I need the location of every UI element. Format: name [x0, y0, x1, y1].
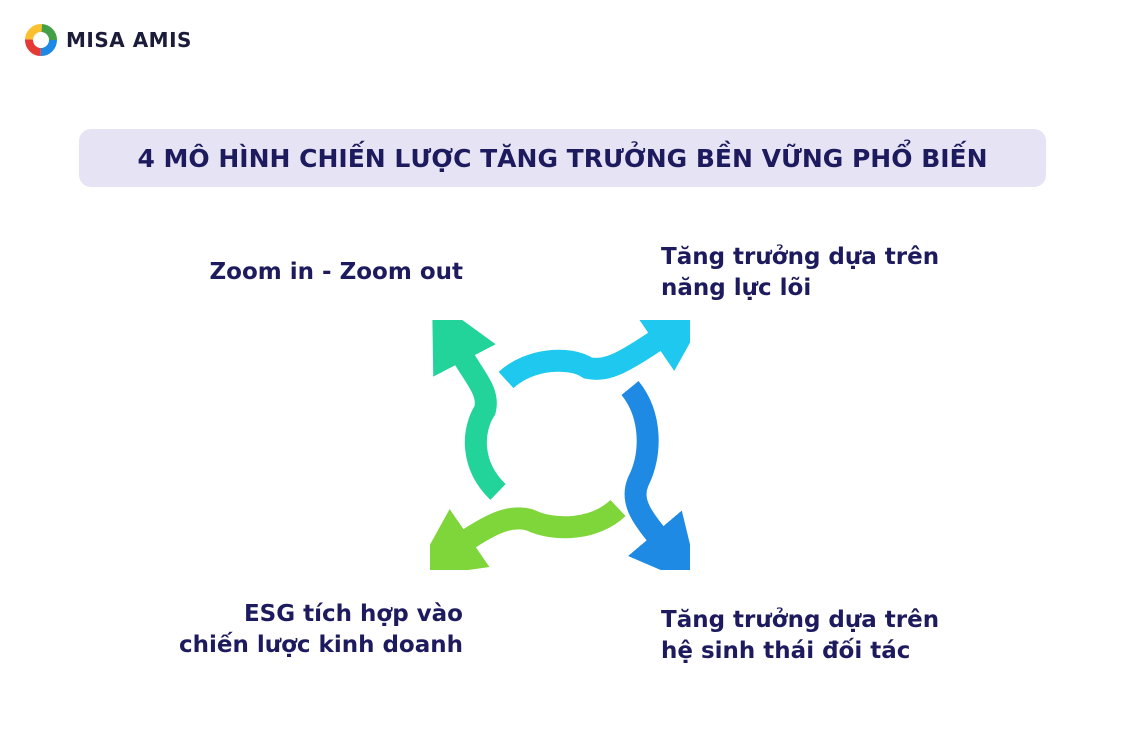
arrow-top-left: [432, 320, 507, 500]
model-label-esg: ESG tích hợp vào chiến lược kinh doanh: [179, 599, 463, 661]
model-label-line: ESG tích hợp vào: [243, 601, 463, 627]
model-label-line: năng lực lõi: [661, 275, 812, 301]
title-banner: 4 MÔ HÌNH CHIẾN LƯỢC TĂNG TRƯỞNG BỀN VỮN…: [79, 129, 1046, 187]
logo-text: MISA AMIS: [66, 28, 192, 52]
arrow-bottom-right: [621, 381, 690, 570]
model-label-partner-ecosystem: Tăng trưởng dựa trên hệ sinh thái đối tá…: [661, 605, 939, 667]
arrow-bottom-left: [430, 499, 626, 570]
misa-amis-logo-icon: [25, 24, 57, 56]
model-label-line: Zoom in - Zoom out: [209, 259, 464, 285]
model-label-line: hệ sinh thái đối tác: [661, 638, 911, 664]
model-label-line: Tăng trưởng dựa trên: [661, 607, 940, 633]
cycle-arrows-diagram: [430, 320, 690, 570]
brand-logo: MISA AMIS: [24, 22, 192, 58]
model-label-core-competency: Tăng trưởng dựa trên năng lực lõi: [661, 242, 939, 304]
arrow-top-right: [498, 320, 690, 389]
model-label-zoom: Zoom in - Zoom out: [210, 257, 464, 288]
page-title: 4 MÔ HÌNH CHIẾN LƯỢC TĂNG TRƯỞNG BỀN VỮN…: [137, 143, 988, 173]
model-label-line: chiến lược kinh doanh: [178, 632, 463, 658]
model-label-line: Tăng trưởng dựa trên: [661, 244, 940, 270]
